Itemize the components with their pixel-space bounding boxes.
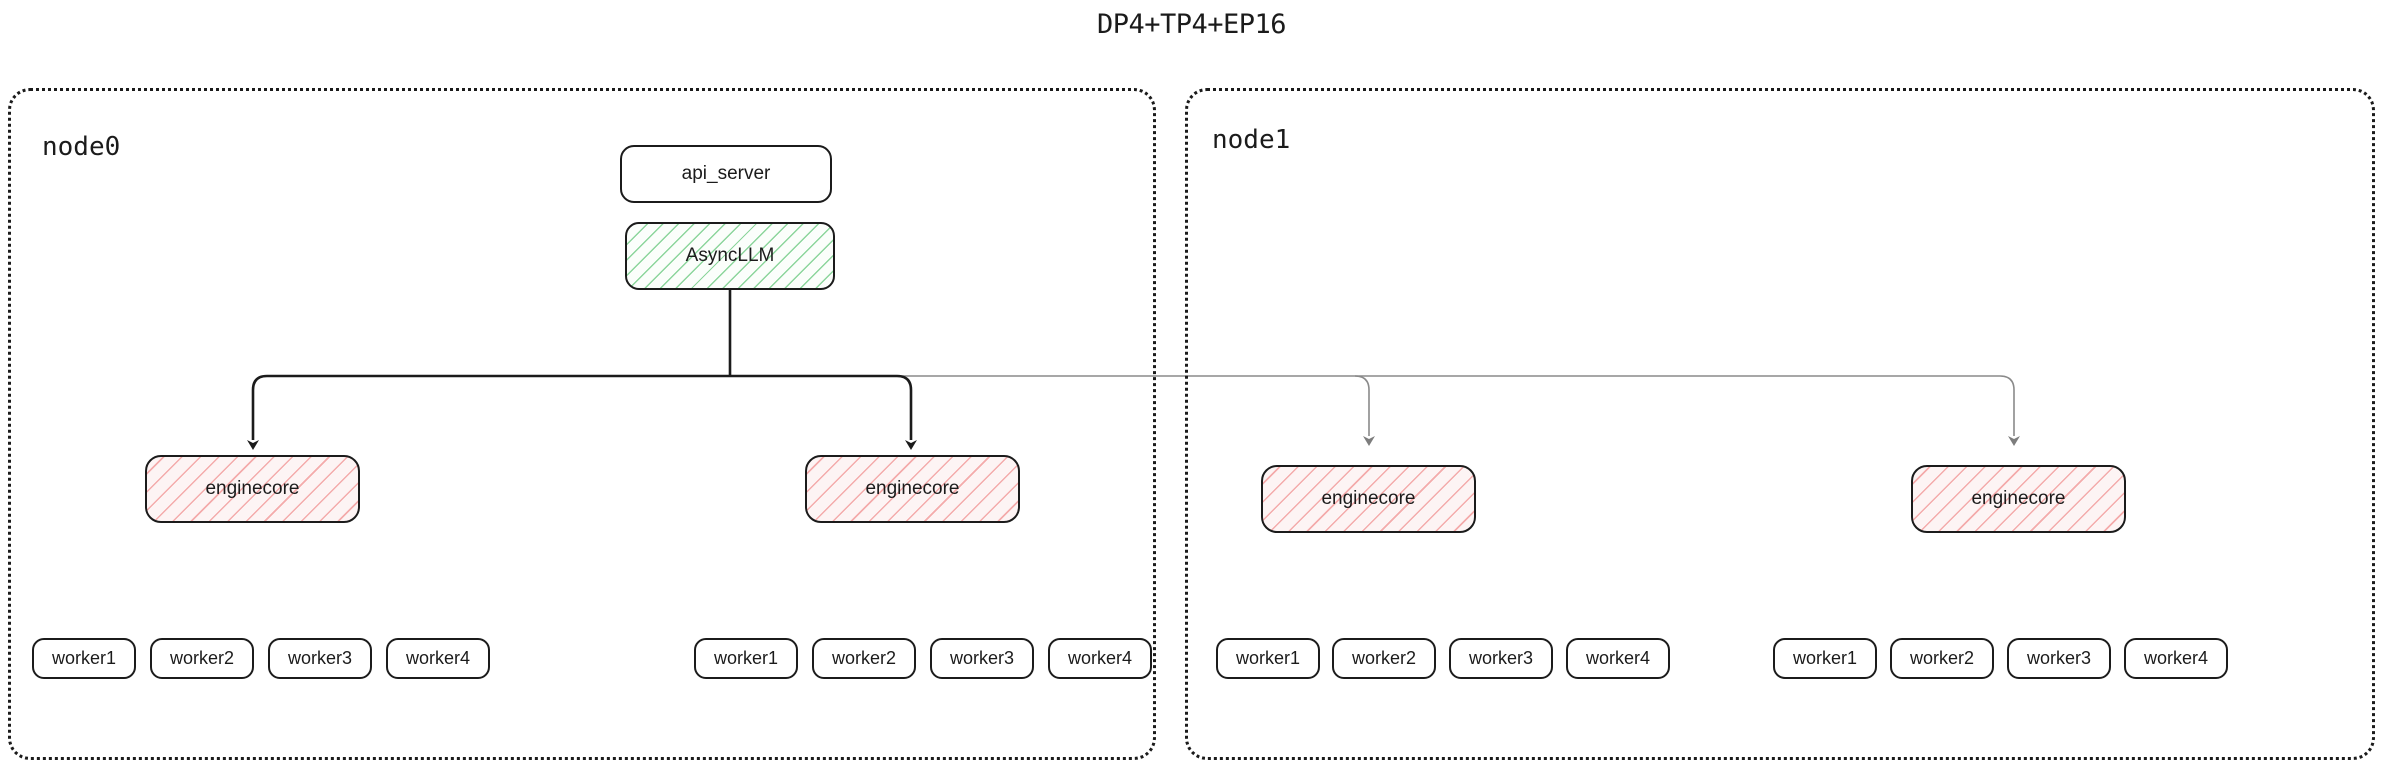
enginecore-box-node0-0[interactable]: enginecore [145,455,360,523]
worker-label: worker3 [287,648,353,668]
worker-label: worker1 [1235,648,1301,668]
worker-box[interactable]: worker2 [1890,638,1994,679]
worker-label: worker1 [1792,648,1858,668]
api-server-label: api_server [681,163,771,184]
node-container-node1 [1185,88,2375,760]
worker-box[interactable]: worker1 [1216,638,1320,679]
worker-label: worker4 [1067,648,1133,668]
worker-box[interactable]: worker1 [694,638,798,679]
worker-box[interactable]: worker4 [386,638,490,679]
enginecore-label: enginecore [205,478,300,499]
enginecore-box-node1-1[interactable]: enginecore [1911,465,2126,533]
worker-box[interactable]: worker3 [1449,638,1553,679]
worker-label: worker2 [1909,648,1975,668]
worker-label: worker2 [169,648,235,668]
worker-box[interactable]: worker4 [2124,638,2228,679]
worker-label: worker3 [949,648,1015,668]
worker-box[interactable]: worker2 [1332,638,1436,679]
worker-box[interactable]: worker3 [930,638,1034,679]
worker-box[interactable]: worker3 [2007,638,2111,679]
node-label-node0: node0 [42,132,121,162]
enginecore-box-node1-0[interactable]: enginecore [1261,465,1476,533]
worker-label: worker3 [2026,648,2092,668]
worker-label: worker2 [831,648,897,668]
worker-label: worker4 [1585,648,1651,668]
worker-box[interactable]: worker4 [1048,638,1152,679]
worker-box[interactable]: worker2 [150,638,254,679]
enginecore-label: enginecore [1321,488,1416,509]
worker-box[interactable]: worker4 [1566,638,1670,679]
node-label-node1: node1 [1212,125,1291,155]
api-server-box[interactable]: api_server [620,145,832,203]
worker-box[interactable]: worker1 [1773,638,1877,679]
enginecore-label: enginecore [1971,488,2066,509]
worker-label: worker4 [405,648,471,668]
async-llm-label: AsyncLLM [685,245,775,266]
enginecore-box-node0-1[interactable]: enginecore [805,455,1020,523]
async-llm-box[interactable]: AsyncLLM [625,222,835,290]
worker-label: worker1 [51,648,117,668]
worker-label: worker1 [713,648,779,668]
enginecore-label: enginecore [865,478,960,499]
worker-label: worker3 [1468,648,1534,668]
worker-box[interactable]: worker3 [268,638,372,679]
node-container-node0 [8,88,1156,760]
worker-label: worker2 [1351,648,1417,668]
worker-label: worker4 [2143,648,2209,668]
worker-box[interactable]: worker1 [32,638,136,679]
page-title: DP4+TP4+EP16 [1096,9,1287,40]
worker-box[interactable]: worker2 [812,638,916,679]
